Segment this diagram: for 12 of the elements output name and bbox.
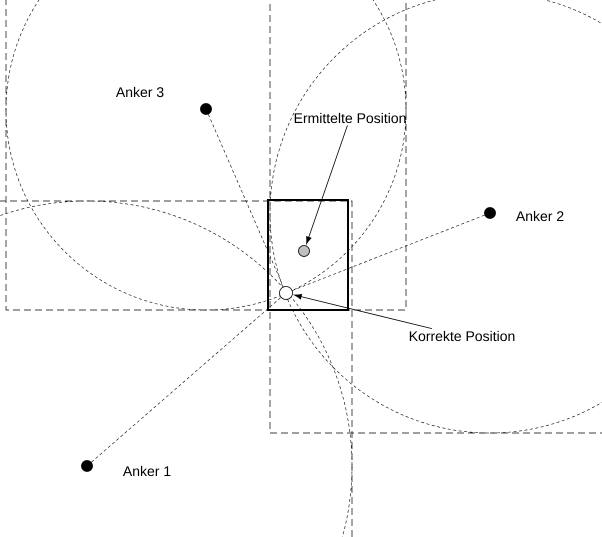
distance-line: [208, 114, 284, 287]
distance-line: [292, 214, 485, 291]
distance-line: [91, 297, 282, 462]
estimated-position-dot: [298, 245, 310, 257]
arrow: [306, 124, 348, 244]
anchor-label: Anker 1: [122, 466, 170, 476]
position-label: Korrekte Position: [410, 330, 514, 342]
anchor-label: Anker 2: [516, 210, 564, 222]
arrow: [294, 294, 432, 330]
anchor-label: Anker 3: [116, 86, 164, 98]
position-label: Ermittelte Position: [294, 112, 406, 124]
correct-position-circle: [279, 286, 293, 300]
